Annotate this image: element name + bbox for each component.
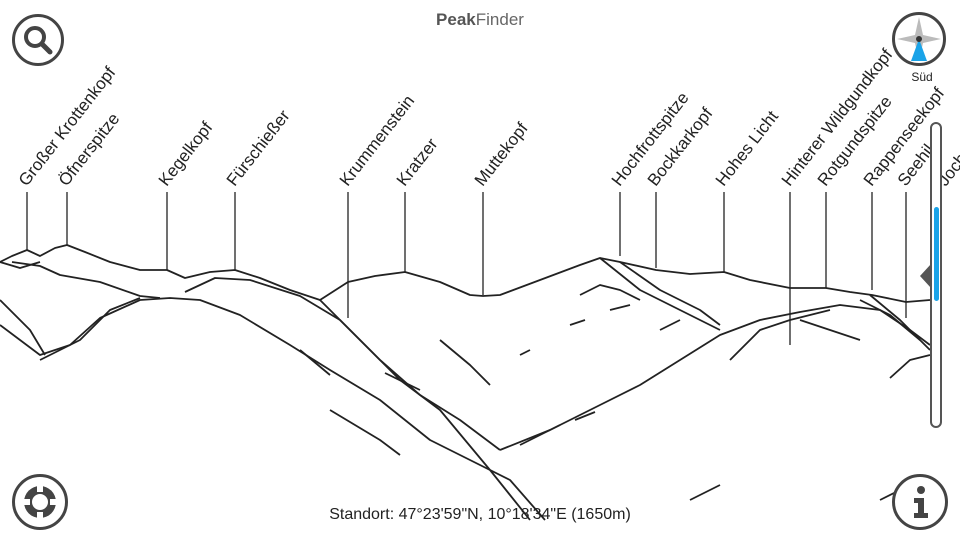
app-title: PeakFinder (0, 10, 960, 30)
info-icon (914, 486, 928, 518)
locate-button[interactable] (12, 474, 68, 530)
compass-icon (897, 17, 941, 61)
search-button[interactable] (12, 14, 64, 66)
zoom-slider-thumb[interactable] (934, 207, 939, 302)
search-icon (24, 26, 53, 55)
zoom-slider[interactable] (930, 122, 942, 428)
compass-direction: Süd (911, 70, 933, 84)
crosshair-icon (22, 484, 58, 520)
info-button[interactable] (892, 474, 948, 530)
title-bold: Peak (436, 10, 476, 29)
location-status: Standort: 47°23'59"N, 10°18'34"E (1650m) (329, 506, 631, 523)
title-rest: Finder (475, 10, 524, 29)
compass-button[interactable] (892, 12, 946, 66)
peak-leaders (26, 192, 907, 345)
